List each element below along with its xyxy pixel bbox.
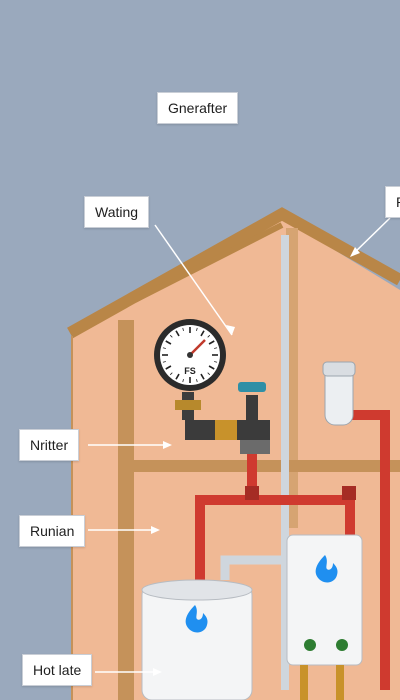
heater-flame-icon — [315, 555, 338, 583]
tank-water-heater — [141, 584, 253, 700]
valve-stem — [246, 395, 258, 425]
label-nritter-text: Nritter — [30, 437, 69, 453]
tankless-heater — [286, 534, 363, 666]
leader-roof — [351, 217, 391, 256]
pipe-joint-2 — [342, 486, 356, 500]
gauge-tick — [182, 379, 184, 383]
tank-top — [141, 579, 253, 601]
gauge-tick — [162, 347, 166, 349]
gauge-tick — [169, 334, 173, 338]
heater-pipe-left — [300, 665, 308, 700]
floor-beam — [132, 460, 400, 472]
gauge-tick — [162, 361, 166, 363]
expansion-tank-cap — [322, 361, 356, 377]
label-runian-text: Runian — [30, 523, 75, 539]
label-wating: Wating — [84, 196, 150, 228]
gauge-fitting — [175, 400, 201, 410]
pressure-gauge: FS — [154, 319, 226, 391]
label-gnerafter: Gnerafter — [157, 92, 239, 124]
label-hot-late: Hot late — [22, 654, 93, 686]
heater-indicator-right — [336, 639, 348, 651]
left-stud — [118, 320, 134, 700]
gauge-tick — [196, 379, 198, 383]
valve-handle — [238, 382, 266, 392]
label-hot-late-text: Hot late — [33, 662, 82, 678]
gauge-tick — [175, 330, 180, 337]
gauge-tick — [208, 340, 215, 345]
gauge-tick — [182, 327, 184, 331]
leader-hot-late-arrow — [153, 668, 162, 676]
leader-runian-arrow — [151, 526, 160, 534]
roof-beam — [67, 207, 400, 339]
gauge-face-text: FS — [184, 366, 196, 376]
leader-wating — [154, 224, 233, 336]
label-runian: Runian — [19, 515, 86, 547]
gauge-tick — [175, 373, 180, 380]
gauge-tick — [169, 372, 173, 376]
label-roof-right-text: R — [396, 194, 400, 210]
cold-pipe-heater — [220, 555, 285, 580]
gauge-tick — [214, 347, 218, 349]
roof-beam-inner — [133, 222, 284, 303]
gauge-tick — [214, 361, 218, 363]
gauge-tick — [208, 365, 215, 370]
gauge-tick — [207, 372, 211, 376]
gauge-tick — [165, 340, 172, 345]
gauge-tick — [165, 365, 172, 370]
hot-pipe-top — [195, 440, 257, 590]
leader-wating-arrow — [226, 325, 235, 335]
label-roof-right: R — [385, 186, 400, 218]
leader-roof-arrow — [350, 247, 360, 257]
valve-brass — [215, 420, 237, 440]
gauge-tick — [196, 327, 198, 331]
heater-indicator-left — [304, 639, 316, 651]
label-gnerafter-text: Gnerafter — [168, 100, 228, 116]
label-wating-text: Wating — [95, 204, 139, 220]
leader-nritter-arrow — [163, 441, 172, 449]
hot-pipe-far-right — [345, 410, 390, 690]
valve-base — [240, 440, 270, 454]
tank-flame-icon — [185, 605, 208, 633]
heater-pipe-right — [336, 665, 344, 700]
label-nritter: Nritter — [19, 429, 80, 461]
gauge-tick — [200, 330, 205, 337]
gauge-tick — [207, 334, 211, 338]
pipe-joint-1 — [245, 486, 259, 500]
gauge-tick — [200, 373, 205, 380]
